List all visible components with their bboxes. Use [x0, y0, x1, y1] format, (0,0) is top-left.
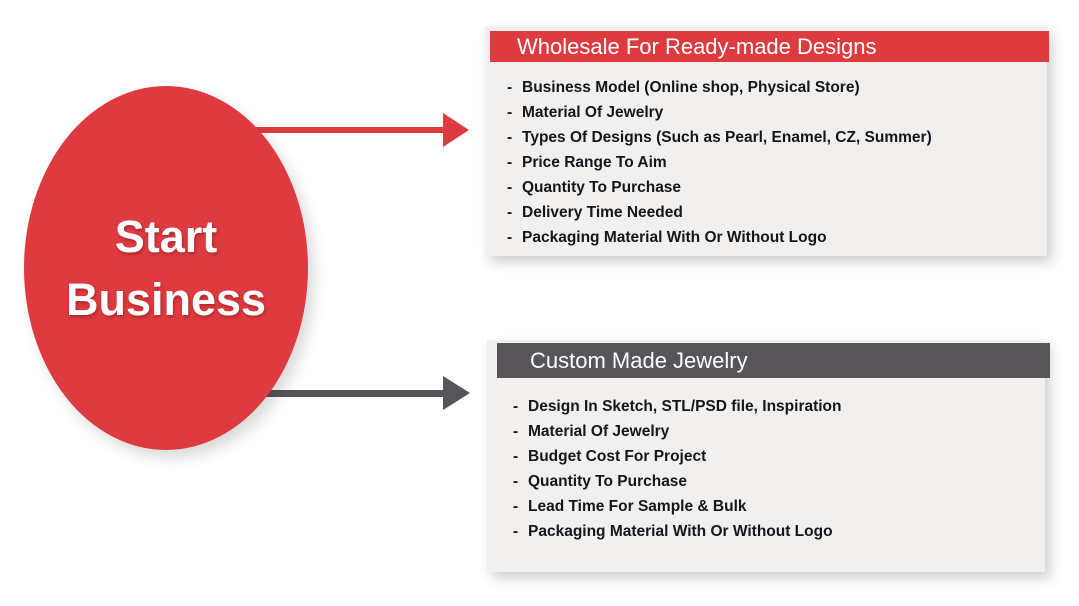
list-item: - Lead Time For Sample & Bulk — [487, 494, 1045, 519]
list-item-text: Business Model (Online shop, Physical St… — [522, 78, 860, 96]
start-business-node: Start Business — [24, 86, 308, 450]
bullet-dash: - — [507, 153, 513, 171]
custom-made-list: - Design In Sketch, STL/PSD file, Inspir… — [487, 394, 1045, 544]
list-item: - Quantity To Purchase — [487, 469, 1045, 494]
bullet-dash: - — [513, 497, 519, 515]
list-item-text: Types Of Designs (Such as Pearl, Enamel,… — [522, 128, 932, 146]
list-item-text: Material Of Jewelry — [528, 422, 670, 440]
list-item-text: Design In Sketch, STL/PSD file, Inspirat… — [528, 397, 842, 415]
list-item: - Budget Cost For Project — [487, 444, 1045, 469]
list-item: - Material Of Jewelry — [487, 419, 1045, 444]
list-item: - Delivery Time Needed — [485, 200, 1047, 225]
list-item: - Quantity To Purchase — [485, 175, 1047, 200]
list-item-text: Budget Cost For Project — [528, 447, 707, 465]
wholesale-panel-title: Wholesale For Ready-made Designs — [517, 33, 877, 59]
custom-made-panel-title: Custom Made Jewelry — [530, 347, 748, 373]
list-item: - Packaging Material With Or Without Log… — [487, 519, 1045, 544]
list-item-text: Quantity To Purchase — [522, 178, 682, 196]
bullet-dash: - — [513, 397, 519, 415]
arrow-head-icon — [443, 376, 470, 410]
wholesale-panel-header: Wholesale For Ready-made Designs — [490, 31, 1049, 62]
bullet-dash: - — [507, 228, 513, 246]
list-item: - Price Range To Aim — [485, 150, 1047, 175]
bullet-dash: - — [513, 422, 519, 440]
start-node-label-line1: Start — [114, 211, 218, 262]
wholesale-panel: Wholesale For Ready-made Designs - Busin… — [485, 27, 1049, 256]
bullet-dash: - — [513, 447, 519, 465]
list-item-text: Material Of Jewelry — [522, 103, 664, 121]
list-item: - Business Model (Online shop, Physical … — [485, 75, 1047, 100]
list-item: - Types Of Designs (Such as Pearl, Ename… — [485, 125, 1047, 150]
list-item-text: Packaging Material With Or Without Logo — [522, 228, 827, 246]
bullet-dash: - — [507, 78, 513, 96]
custom-made-panel: Custom Made Jewelry - Design In Sketch, … — [487, 340, 1050, 572]
list-item-text: Delivery Time Needed — [522, 203, 683, 221]
bullet-dash: - — [507, 103, 513, 121]
bullet-dash: - — [507, 203, 513, 221]
list-item: - Packaging Material With Or Without Log… — [485, 225, 1047, 250]
arrow-head-icon — [443, 113, 469, 147]
list-item-text: Price Range To Aim — [522, 153, 667, 171]
arrow-shaft — [248, 127, 446, 133]
bullet-dash: - — [513, 522, 519, 540]
list-item: - Material Of Jewelry — [485, 100, 1047, 125]
start-node-label-line2: Business — [65, 274, 267, 325]
custom-made-panel-header: Custom Made Jewelry — [497, 343, 1050, 378]
bullet-dash: - — [507, 178, 513, 196]
arrow-shaft — [244, 390, 446, 397]
bullet-dash: - — [513, 472, 519, 490]
bullet-dash: - — [507, 128, 513, 146]
list-item-text: Quantity To Purchase — [528, 472, 688, 490]
wholesale-list: - Business Model (Online shop, Physical … — [485, 75, 1047, 250]
list-item-text: Packaging Material With Or Without Logo — [528, 522, 833, 540]
list-item-text: Lead Time For Sample & Bulk — [528, 497, 747, 515]
list-item: - Design In Sketch, STL/PSD file, Inspir… — [487, 394, 1045, 419]
